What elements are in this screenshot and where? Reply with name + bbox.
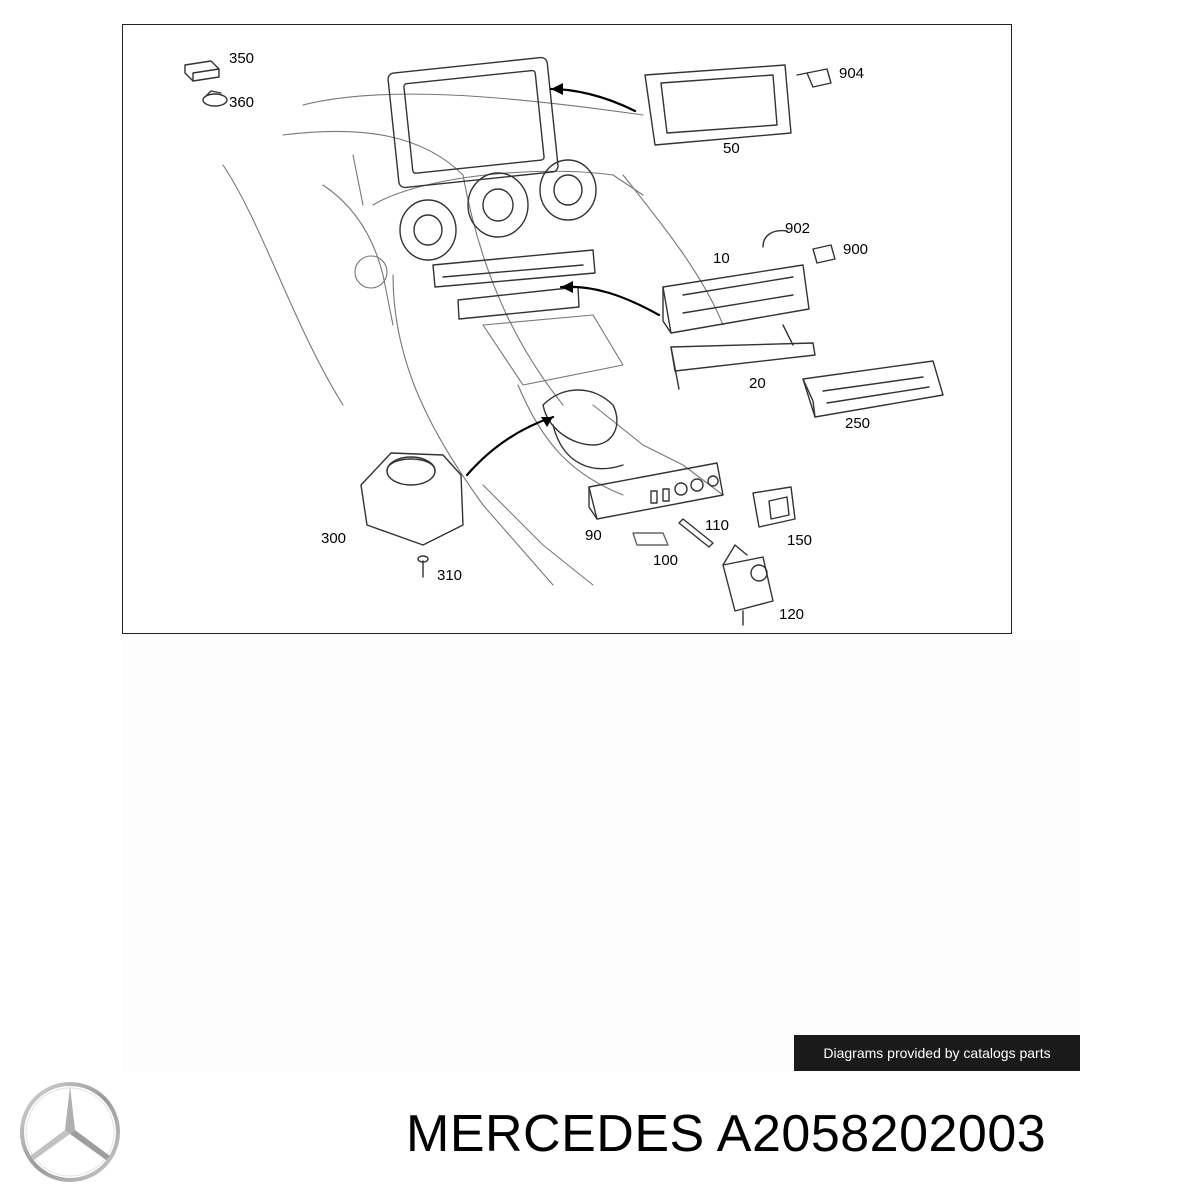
callout-904: 904 <box>839 65 865 82</box>
callout-150: 150 <box>787 532 813 549</box>
callout-100: 100 <box>653 552 679 569</box>
callout-300: 300 <box>321 530 347 547</box>
callout-120: 120 <box>779 606 805 623</box>
part-904 <box>796 68 832 88</box>
callout-360: 360 <box>229 94 255 111</box>
part-902 <box>762 229 788 248</box>
part-110 <box>678 518 714 548</box>
background-panel <box>122 640 1080 1072</box>
dash-buttons <box>432 249 596 320</box>
air-vents <box>399 159 597 261</box>
callout-902: 902 <box>785 220 811 237</box>
logo-svg <box>20 1082 120 1182</box>
callout-110: 110 <box>705 517 729 534</box>
part-360 <box>202 90 228 107</box>
credit-text: Diagrams provided by catalogs parts <box>823 1045 1051 1061</box>
page-title: MERCEDES A2058202003 <box>406 1108 1046 1160</box>
credit-badge: Diagrams provided by catalogs parts <box>794 1035 1080 1071</box>
callout-900: 900 <box>843 241 869 258</box>
callout-10: 10 <box>713 250 730 267</box>
gear-area <box>542 389 624 470</box>
diagram-drawing <box>184 56 944 626</box>
part-number: A2058202003 <box>716 1105 1047 1163</box>
dashboard-outline <box>222 93 724 586</box>
arrowheads <box>541 83 573 427</box>
part-20 <box>670 324 816 390</box>
part-150 <box>752 486 796 528</box>
brand-name: MERCEDES <box>406 1105 705 1163</box>
callout-350: 350 <box>229 50 255 67</box>
parts-diagram: 350 360 904 50 902 10 900 20 250 300 90 … <box>122 24 1012 634</box>
part-100 <box>632 532 669 546</box>
dash-screen <box>387 56 559 189</box>
part-900 <box>812 244 836 264</box>
part-300 <box>360 452 464 546</box>
part-250 <box>802 360 944 418</box>
part-10 <box>662 264 810 334</box>
callout-90: 90 <box>585 527 602 544</box>
callout-310: 310 <box>437 567 463 584</box>
callout-250: 250 <box>845 415 871 432</box>
part-90 <box>588 462 724 520</box>
part-120 <box>722 544 774 626</box>
callout-50: 50 <box>723 140 740 157</box>
mercedes-star-logo-icon <box>18 1080 122 1184</box>
part-310 <box>417 555 429 578</box>
part-350 <box>184 60 220 82</box>
part-50 <box>644 64 792 146</box>
callout-20: 20 <box>749 375 766 392</box>
